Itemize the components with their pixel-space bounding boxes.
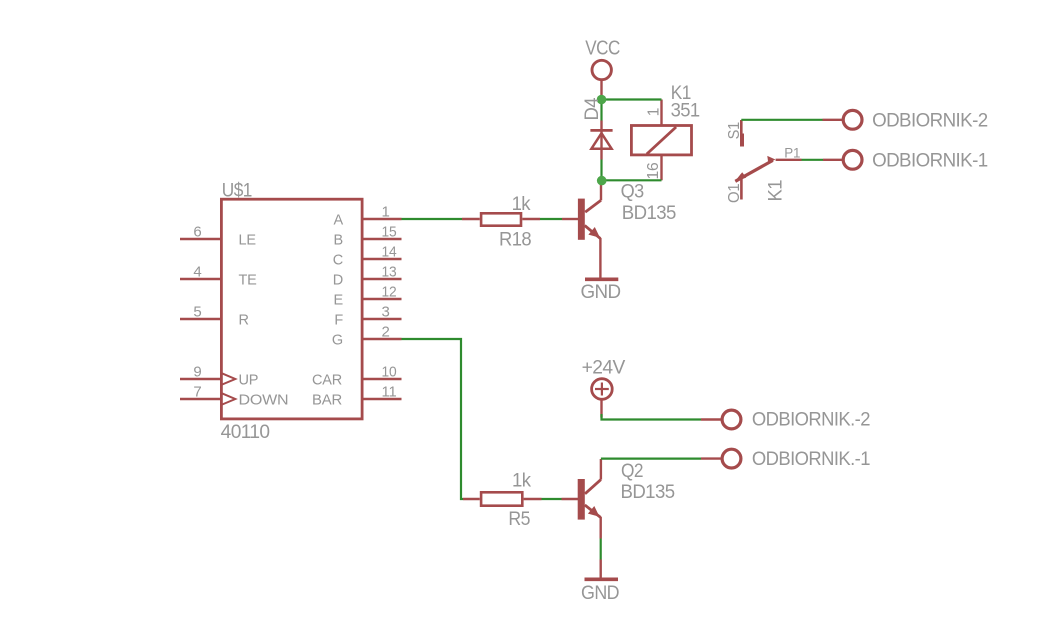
svg-text:12: 12 <box>382 284 397 301</box>
svg-text:1k: 1k <box>512 470 531 491</box>
svg-text:14: 14 <box>382 244 397 261</box>
svg-text:CAR: CAR <box>312 373 342 389</box>
svg-text:BD135: BD135 <box>622 203 676 224</box>
svg-text:TE: TE <box>239 273 258 289</box>
svg-text:O1: O1 <box>726 183 743 203</box>
svg-text:BD135: BD135 <box>621 482 675 503</box>
svg-text:6: 6 <box>193 224 201 241</box>
svg-text:K1: K1 <box>766 180 787 202</box>
svg-text:R: R <box>239 313 249 329</box>
svg-text:B: B <box>334 233 343 249</box>
svg-text:10: 10 <box>382 364 397 381</box>
svg-text:2: 2 <box>382 324 390 341</box>
svg-text:R18: R18 <box>499 229 531 250</box>
svg-text:BAR: BAR <box>312 393 342 409</box>
svg-text:3: 3 <box>382 304 390 321</box>
svg-text:DOWN: DOWN <box>239 393 289 409</box>
svg-text:GND: GND <box>581 282 621 303</box>
svg-text:ODBIORNIK-2: ODBIORNIK-2 <box>872 110 988 131</box>
svg-text:F: F <box>334 313 343 329</box>
svg-text:A: A <box>334 213 344 229</box>
svg-text:E: E <box>334 293 344 309</box>
svg-text:1: 1 <box>646 108 663 116</box>
svg-text:P1: P1 <box>784 146 800 161</box>
svg-text:13: 13 <box>382 264 397 281</box>
svg-text:K1: K1 <box>671 83 691 104</box>
svg-text:11: 11 <box>382 384 397 401</box>
svg-text:ODBIORNIK.-2: ODBIORNIK.-2 <box>752 410 870 431</box>
svg-text:GND: GND <box>581 583 619 604</box>
svg-text:15: 15 <box>382 224 397 241</box>
svg-text:R5: R5 <box>508 509 530 530</box>
svg-text:U$1: U$1 <box>222 181 252 202</box>
svg-text:9: 9 <box>193 364 201 381</box>
svg-text:ODBIORNIK.-1: ODBIORNIK.-1 <box>752 449 870 470</box>
svg-text:40110: 40110 <box>221 422 270 443</box>
svg-text:ODBIORNIK-1: ODBIORNIK-1 <box>872 150 988 171</box>
svg-text:UP: UP <box>239 373 259 389</box>
svg-text:1: 1 <box>382 204 390 221</box>
svg-text:G: G <box>332 333 343 349</box>
svg-text:VCC: VCC <box>585 37 620 60</box>
svg-text:4: 4 <box>193 264 201 281</box>
svg-text:S1: S1 <box>726 122 743 140</box>
svg-text:1k: 1k <box>512 194 531 215</box>
svg-text:C: C <box>333 253 343 269</box>
svg-text:+24V: +24V <box>582 358 626 379</box>
svg-text:16: 16 <box>645 163 662 180</box>
svg-text:D4: D4 <box>582 97 603 121</box>
svg-text:5: 5 <box>193 304 201 321</box>
svg-text:D: D <box>333 273 343 289</box>
svg-text:Q3: Q3 <box>621 182 644 203</box>
svg-text:Q2: Q2 <box>621 461 643 482</box>
svg-text:7: 7 <box>193 384 201 401</box>
svg-text:351: 351 <box>671 101 700 122</box>
svg-text:LE: LE <box>239 233 257 249</box>
